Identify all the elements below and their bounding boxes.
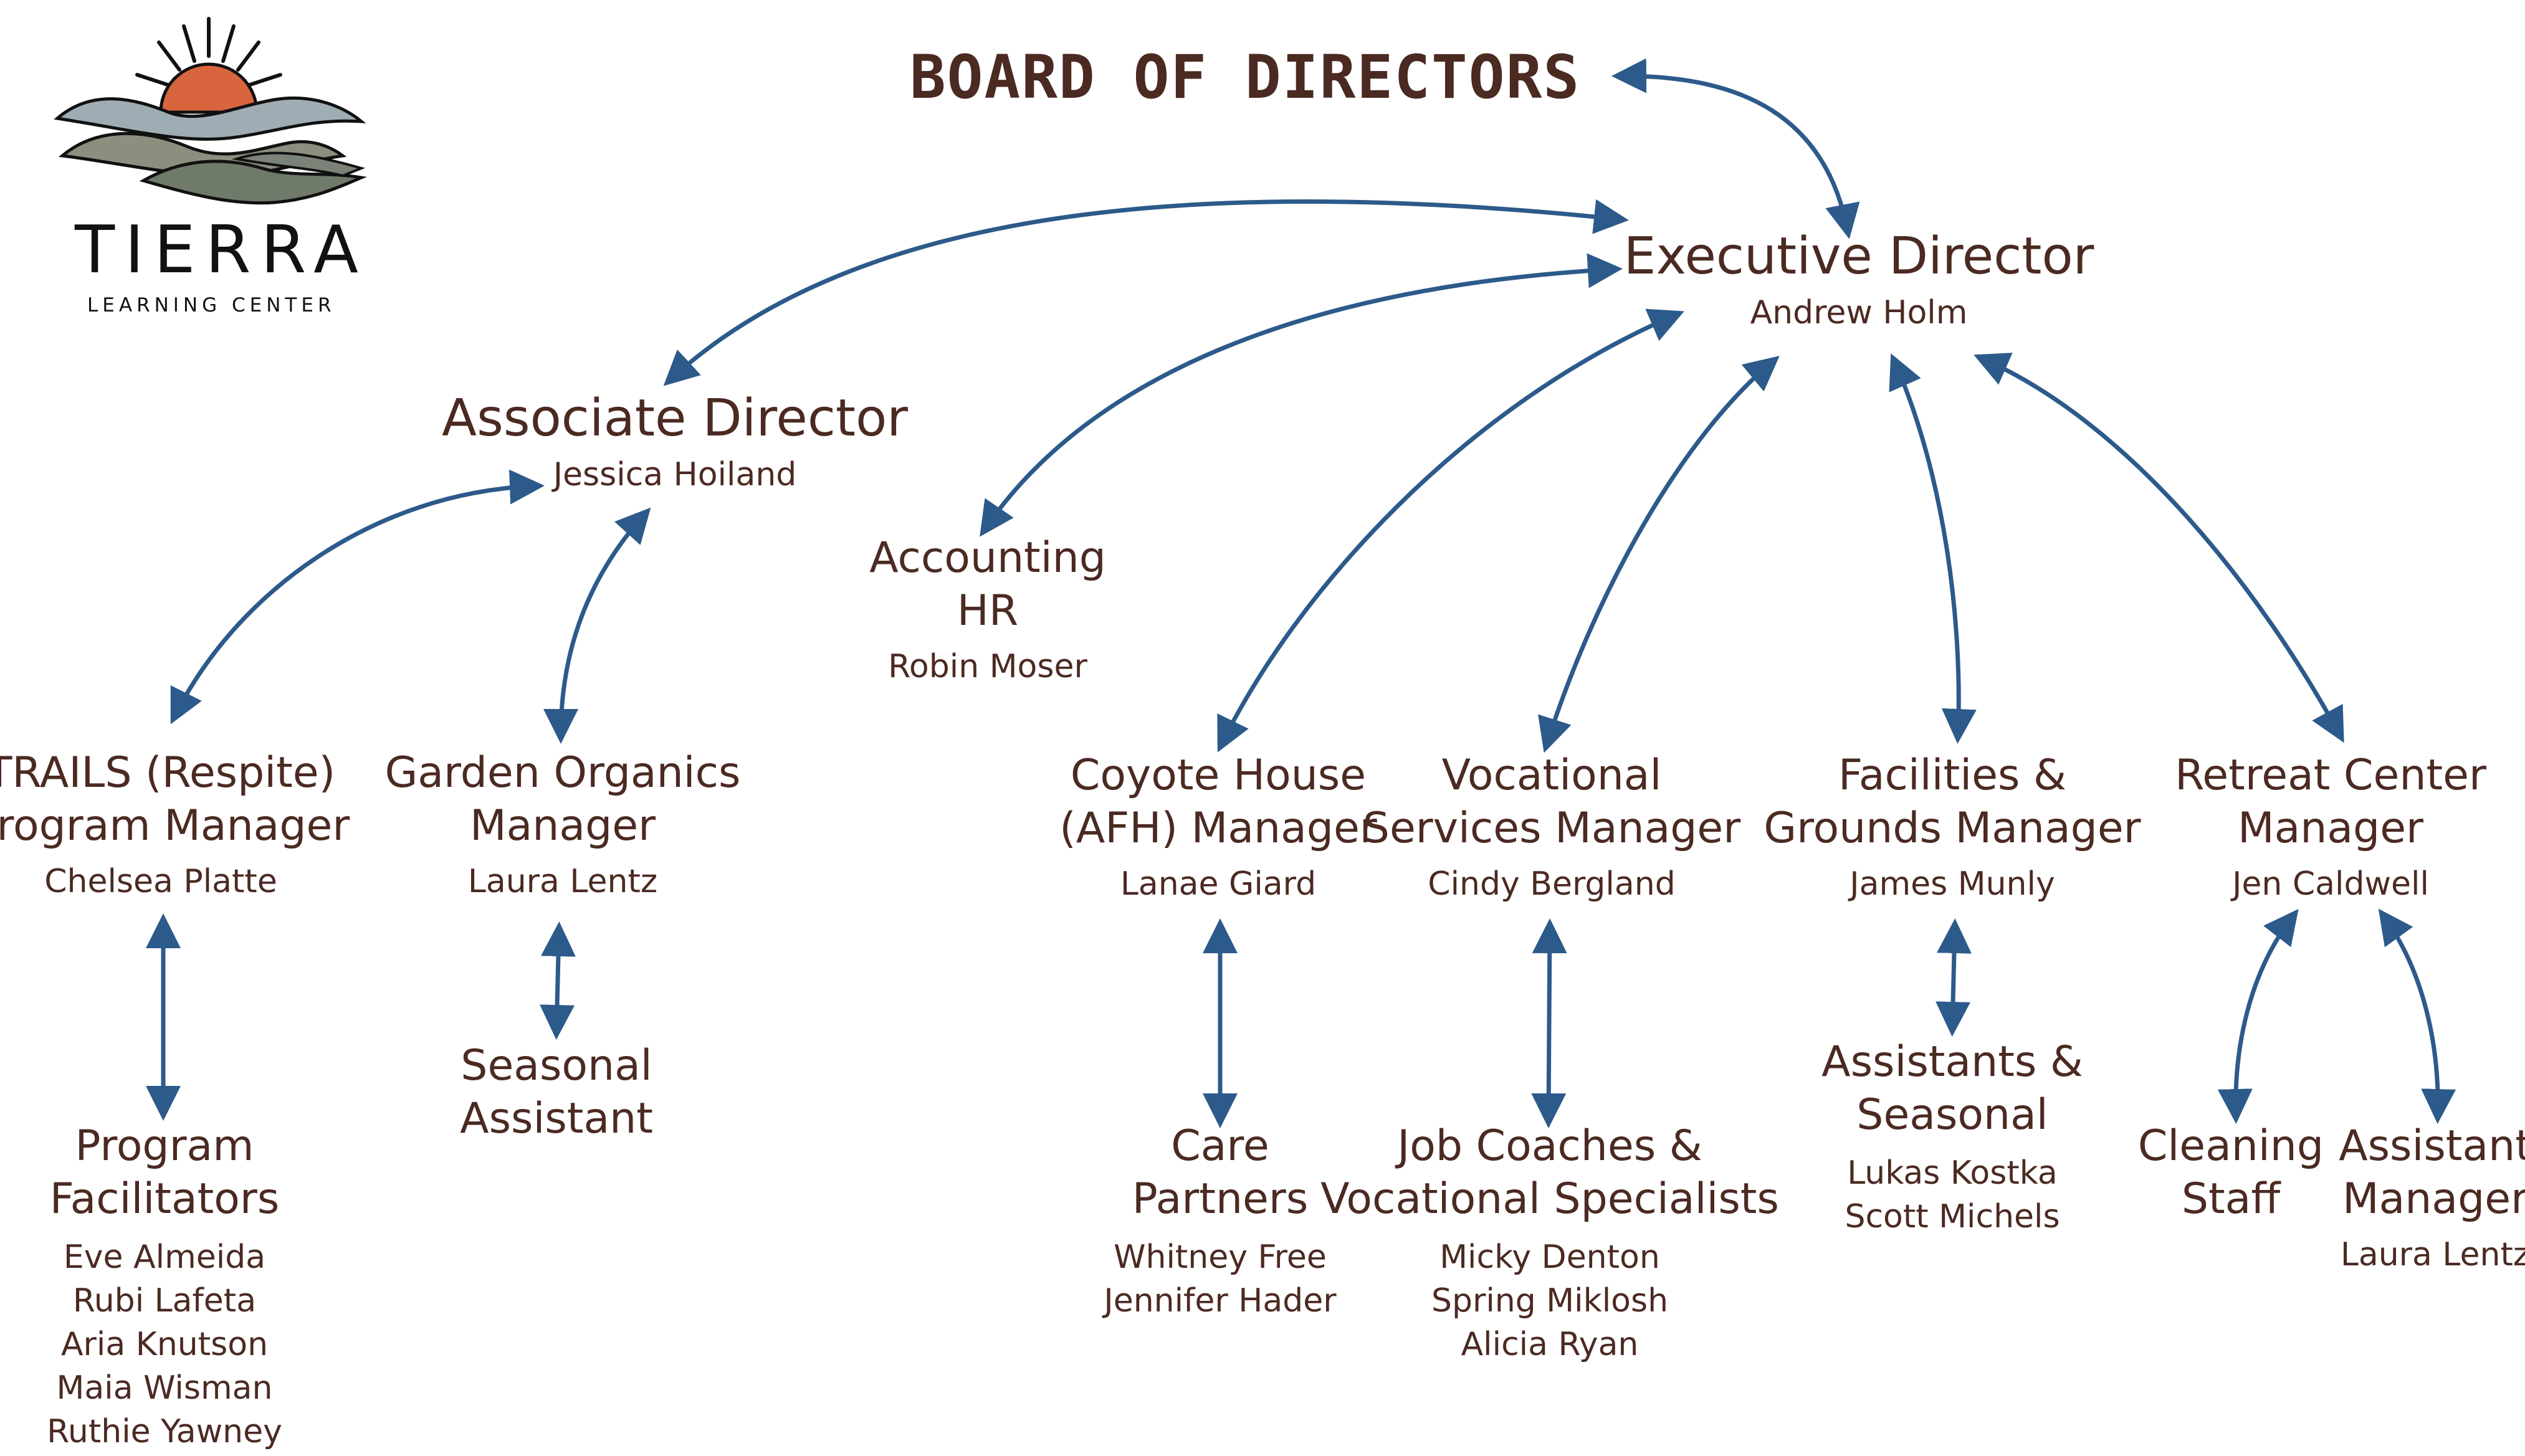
arrow-retreat-cleaning <box>2217 908 2299 1124</box>
trails-title-line2: Program Manager <box>0 801 350 850</box>
coyote-name: Lanae Giard <box>1120 865 1317 903</box>
arrow-associate-garden <box>543 507 651 744</box>
facilities-title-line1: Facilities & <box>1838 751 2067 800</box>
cleaning-title-line1: Cleaning <box>2137 1121 2324 1171</box>
accounting-name: Robin Moser <box>888 648 1087 685</box>
seasonal-assistant-node: Seasonal Assistant <box>460 1039 653 1145</box>
program-facilitators-node: Program Facilitators Eve Almeida Rubi La… <box>47 1120 282 1454</box>
assistant-name: Scott Michels <box>1845 1198 2060 1235</box>
jobcoaches-names: Micky Denton Spring Miklosh Alicia Ryan <box>1320 1235 1779 1366</box>
garden-title-line1: Garden Organics <box>384 748 741 797</box>
trails-title-line1: TRAILS (Respite) <box>0 748 336 797</box>
assistant-manager-node: Assistant Manager Laura Lentz <box>2339 1120 2525 1277</box>
job-coach-name: Micky Denton <box>1439 1239 1660 1276</box>
logo-title: TIERRA <box>75 212 368 288</box>
associate-director-node: Associate Director Jessica Hoiland <box>442 388 908 497</box>
facilitators-title-line2: Facilitators <box>49 1174 280 1224</box>
associate-director-title: Associate Director <box>442 389 908 448</box>
logo-subtitle: LEARNING CENTER <box>87 294 336 316</box>
job-coach-name: Alicia Ryan <box>1461 1326 1639 1363</box>
trails-manager-node: TRAILS (Respite) Program Manager Chelsea… <box>0 746 350 903</box>
assistant-manager-title-line2: Manager <box>2342 1174 2525 1224</box>
coyote-title-line2: (AFH) Manager <box>1059 804 1377 853</box>
assistants-title-line1: Assistants & <box>1821 1037 2083 1087</box>
accounting-title-line2: HR <box>957 586 1019 635</box>
facilitator-name: Eve Almeida <box>63 1239 266 1276</box>
coyote-manager-node: Coyote House (AFH) Manager Lanae Giard <box>1059 749 1377 906</box>
executive-director-node: Executive Director Andrew Holm <box>1624 226 2094 335</box>
vocational-manager-node: Vocational Services Manager Cindy Bergla… <box>1363 749 1740 906</box>
assistants-title-line2: Seasonal <box>1856 1090 2048 1140</box>
facilities-title-line2: Grounds Manager <box>1764 804 2141 853</box>
cleaning-staff-node: Cleaning Staff <box>2138 1120 2324 1225</box>
arrow-garden-seasonal <box>540 921 576 1040</box>
seasonal-title-line2: Assistant <box>460 1094 653 1143</box>
executive-director-title: Executive Director <box>1623 227 2094 286</box>
arrow-executive-retreat <box>1974 353 2344 743</box>
assistants-seasonal-node: Assistants & Seasonal Lukas Kostka Scott… <box>1821 1035 2083 1239</box>
care-title-line2: Partners <box>1132 1174 1309 1224</box>
logo: TIERRA LEARNING CENTER <box>50 12 386 316</box>
care-partner-name: Jennifer Hader <box>1104 1282 1337 1320</box>
retreat-title-line1: Retreat Center <box>2175 751 2486 800</box>
arrow-associate-trails <box>170 469 545 725</box>
board-of-directors-title: BOARD OF DIRECTORS <box>909 42 1581 112</box>
retreat-manager-node: Retreat Center Manager Jen Caldwell <box>2175 749 2486 906</box>
facilitator-name: Maia Wisman <box>56 1369 273 1407</box>
arrow-vocational-jobcoaches <box>1531 918 1567 1128</box>
arrow-retreat-assistantmgr <box>2378 908 2456 1124</box>
arrow-executive-coyote <box>1217 308 1684 753</box>
vocational-title-line2: Services Manager <box>1362 804 1741 853</box>
facilitator-name: Ruthie Yawney <box>47 1413 282 1450</box>
facilities-name: James Munly <box>1850 865 2055 903</box>
vocational-title-line1: Vocational <box>1441 751 1662 800</box>
arrow-board-executive <box>1611 58 1860 239</box>
arrow-executive-accounting <box>980 253 1623 537</box>
accounting-hr-node: Accounting HR Robin Moser <box>869 531 1106 688</box>
arrow-executive-facilities <box>1889 353 1977 744</box>
vocational-name: Cindy Bergland <box>1428 865 1676 903</box>
garden-name: Laura Lentz <box>467 863 658 900</box>
care-partner-name: Whitney Free <box>1114 1239 1327 1276</box>
facilitator-name: Rubi Lafeta <box>72 1282 257 1320</box>
arrow-executive-associate <box>663 199 1629 386</box>
facilitators-names: Eve Almeida Rubi Lafeta Aria Knutson Mai… <box>47 1235 282 1454</box>
accounting-title-line1: Accounting <box>869 533 1106 583</box>
assistant-manager-name: Laura Lentz <box>2340 1236 2525 1273</box>
garden-manager-node: Garden Organics Manager Laura Lentz <box>385 746 741 903</box>
executive-director-name: Andrew Holm <box>1750 294 1968 331</box>
job-coach-name: Spring Miklosh <box>1431 1282 1669 1320</box>
arrow-executive-vocational <box>1538 356 1780 753</box>
garden-title-line2: Manager <box>469 801 656 850</box>
assistant-name: Lukas Kostka <box>1847 1154 2058 1192</box>
facilitators-title-line1: Program <box>75 1121 254 1171</box>
cleaning-title-line2: Staff <box>2181 1174 2281 1224</box>
retreat-name: Jen Caldwell <box>2232 865 2429 903</box>
assistants-names: Lukas Kostka Scott Michels <box>1821 1151 2083 1239</box>
associate-director-name: Jessica Hoiland <box>553 456 797 493</box>
care-partners-node: Care Partners Whitney Free Jennifer Hade… <box>1104 1120 1336 1323</box>
trails-name: Chelsea Platte <box>44 863 277 900</box>
sun-hills-logo-icon <box>54 17 367 205</box>
facilitator-name: Aria Knutson <box>60 1326 269 1363</box>
job-coaches-node: Job Coaches & Vocational Specialists Mic… <box>1320 1120 1779 1366</box>
retreat-title-line2: Manager <box>2237 804 2424 853</box>
jobcoaches-title-line2: Vocational Specialists <box>1320 1174 1779 1224</box>
jobcoaches-title-line1: Job Coaches & <box>1397 1121 1702 1171</box>
assistant-manager-title-line1: Assistant <box>2339 1121 2525 1171</box>
arrow-facilities-assistants <box>1936 918 1972 1037</box>
care-names: Whitney Free Jennifer Hader <box>1104 1235 1336 1323</box>
seasonal-title-line1: Seasonal <box>461 1041 652 1090</box>
coyote-title-line1: Coyote House <box>1070 751 1367 800</box>
facilities-manager-node: Facilities & Grounds Manager James Munly <box>1764 749 2141 906</box>
care-title-line1: Care <box>1171 1121 1269 1171</box>
